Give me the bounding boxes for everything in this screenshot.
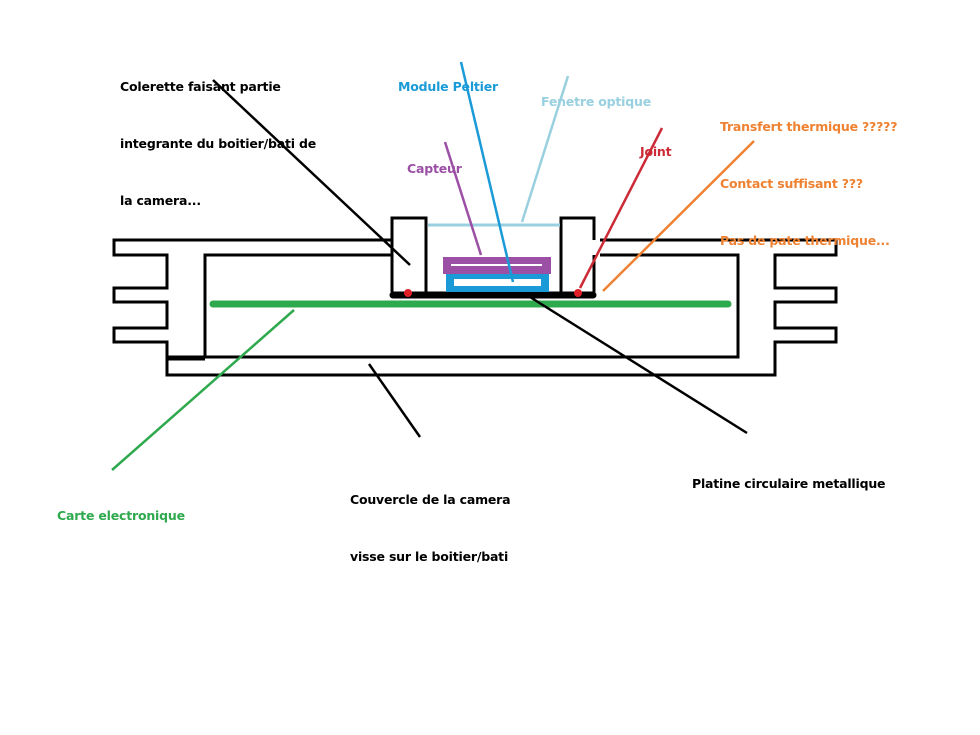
- label-transfert-thermique: Transfert thermique ????? Contact suffis…: [720, 79, 897, 269]
- label-transfert-line: Pas de pate thermique...: [720, 233, 890, 248]
- label-couvercle-line: visse sur le boitier/bati: [350, 549, 509, 564]
- label-fenetre-optique-line: Fenetre optique: [541, 94, 651, 109]
- leader-joint: [578, 127, 664, 289]
- leader-colerette: [212, 79, 411, 266]
- housing-inner-cavity: [203, 253, 740, 359]
- label-colerette-line: Colerette faisant partie: [120, 79, 281, 94]
- peltier-inner: [454, 279, 541, 286]
- label-module-peltier: Module Peltier: [398, 39, 498, 115]
- label-couvercle: Couvercle de la camera visse sur le boit…: [350, 452, 511, 585]
- leader-carte: [111, 309, 295, 471]
- leader-module-peltier: [459, 61, 515, 283]
- seal-right: [574, 289, 582, 297]
- label-colerette-line: la camera...: [120, 193, 201, 208]
- label-capteur: Capteur: [407, 121, 462, 197]
- label-colerette: Colerette faisant partie integrante du b…: [120, 39, 316, 229]
- label-transfert-line: Transfert thermique ?????: [720, 119, 898, 134]
- colerette-right: [559, 216, 596, 292]
- label-fenetre-optique: Fenetre optique: [541, 54, 651, 130]
- leader-transfert: [602, 140, 755, 292]
- leader-platine: [529, 295, 748, 435]
- label-joint-line: Joint: [640, 144, 672, 159]
- leader-couvercle: [367, 363, 422, 438]
- housing: [112, 216, 838, 377]
- leader-fenetre-optique: [520, 75, 570, 223]
- label-platine: Platine circulaire metallique: [692, 436, 886, 512]
- label-couvercle-line: Couvercle de la camera: [350, 492, 511, 507]
- label-joint: Joint: [640, 104, 672, 180]
- label-module-peltier-line: Module Peltier: [398, 79, 499, 94]
- label-carte-electronique: Carte electronique: [57, 468, 185, 544]
- label-transfert-line: Contact suffisant ???: [720, 176, 863, 191]
- housing-left-outline: [112, 238, 838, 377]
- label-capteur-line: Capteur: [407, 161, 462, 176]
- label-colerette-line: integrante du boitier/bati de: [120, 136, 316, 151]
- leader-capteur: [443, 141, 483, 256]
- seal-left: [404, 289, 412, 297]
- label-carte-line: Carte electronique: [57, 508, 185, 523]
- colerette-left: [390, 216, 428, 292]
- label-platine-line: Platine circulaire metallique: [692, 476, 886, 491]
